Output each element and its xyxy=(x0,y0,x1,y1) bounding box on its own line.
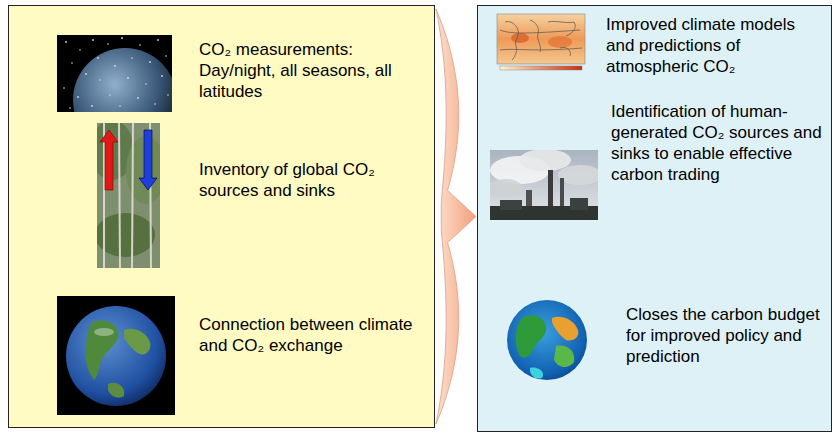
earth-globe-image xyxy=(57,296,175,415)
description-text: CO₂ measurements: Day/night, all seasons… xyxy=(199,39,414,102)
smokestack-photo xyxy=(490,150,598,220)
panel-box: Improved climate models and predictions … xyxy=(477,5,832,432)
description-text: Identification of human-generated CO₂ so… xyxy=(611,101,823,185)
earth-satellite-image xyxy=(57,35,172,112)
forest-photo xyxy=(97,123,160,268)
panel-fill xyxy=(8,5,435,428)
description-text: Closes the carbon budget for improved po… xyxy=(626,304,826,367)
description-text: Connection between climate and CO₂ excha… xyxy=(199,314,414,356)
flow-arrow xyxy=(436,9,476,424)
panel-box: CO₂ measurements: Day/night, all seasons… xyxy=(8,5,435,428)
description-text: Improved climate models and predictions … xyxy=(606,14,821,77)
climate-model-map xyxy=(497,14,585,70)
ocean-globe-image xyxy=(507,300,587,380)
panel-fill xyxy=(477,5,832,432)
description-text: Inventory of global CO₂ sources and sink… xyxy=(199,159,414,201)
